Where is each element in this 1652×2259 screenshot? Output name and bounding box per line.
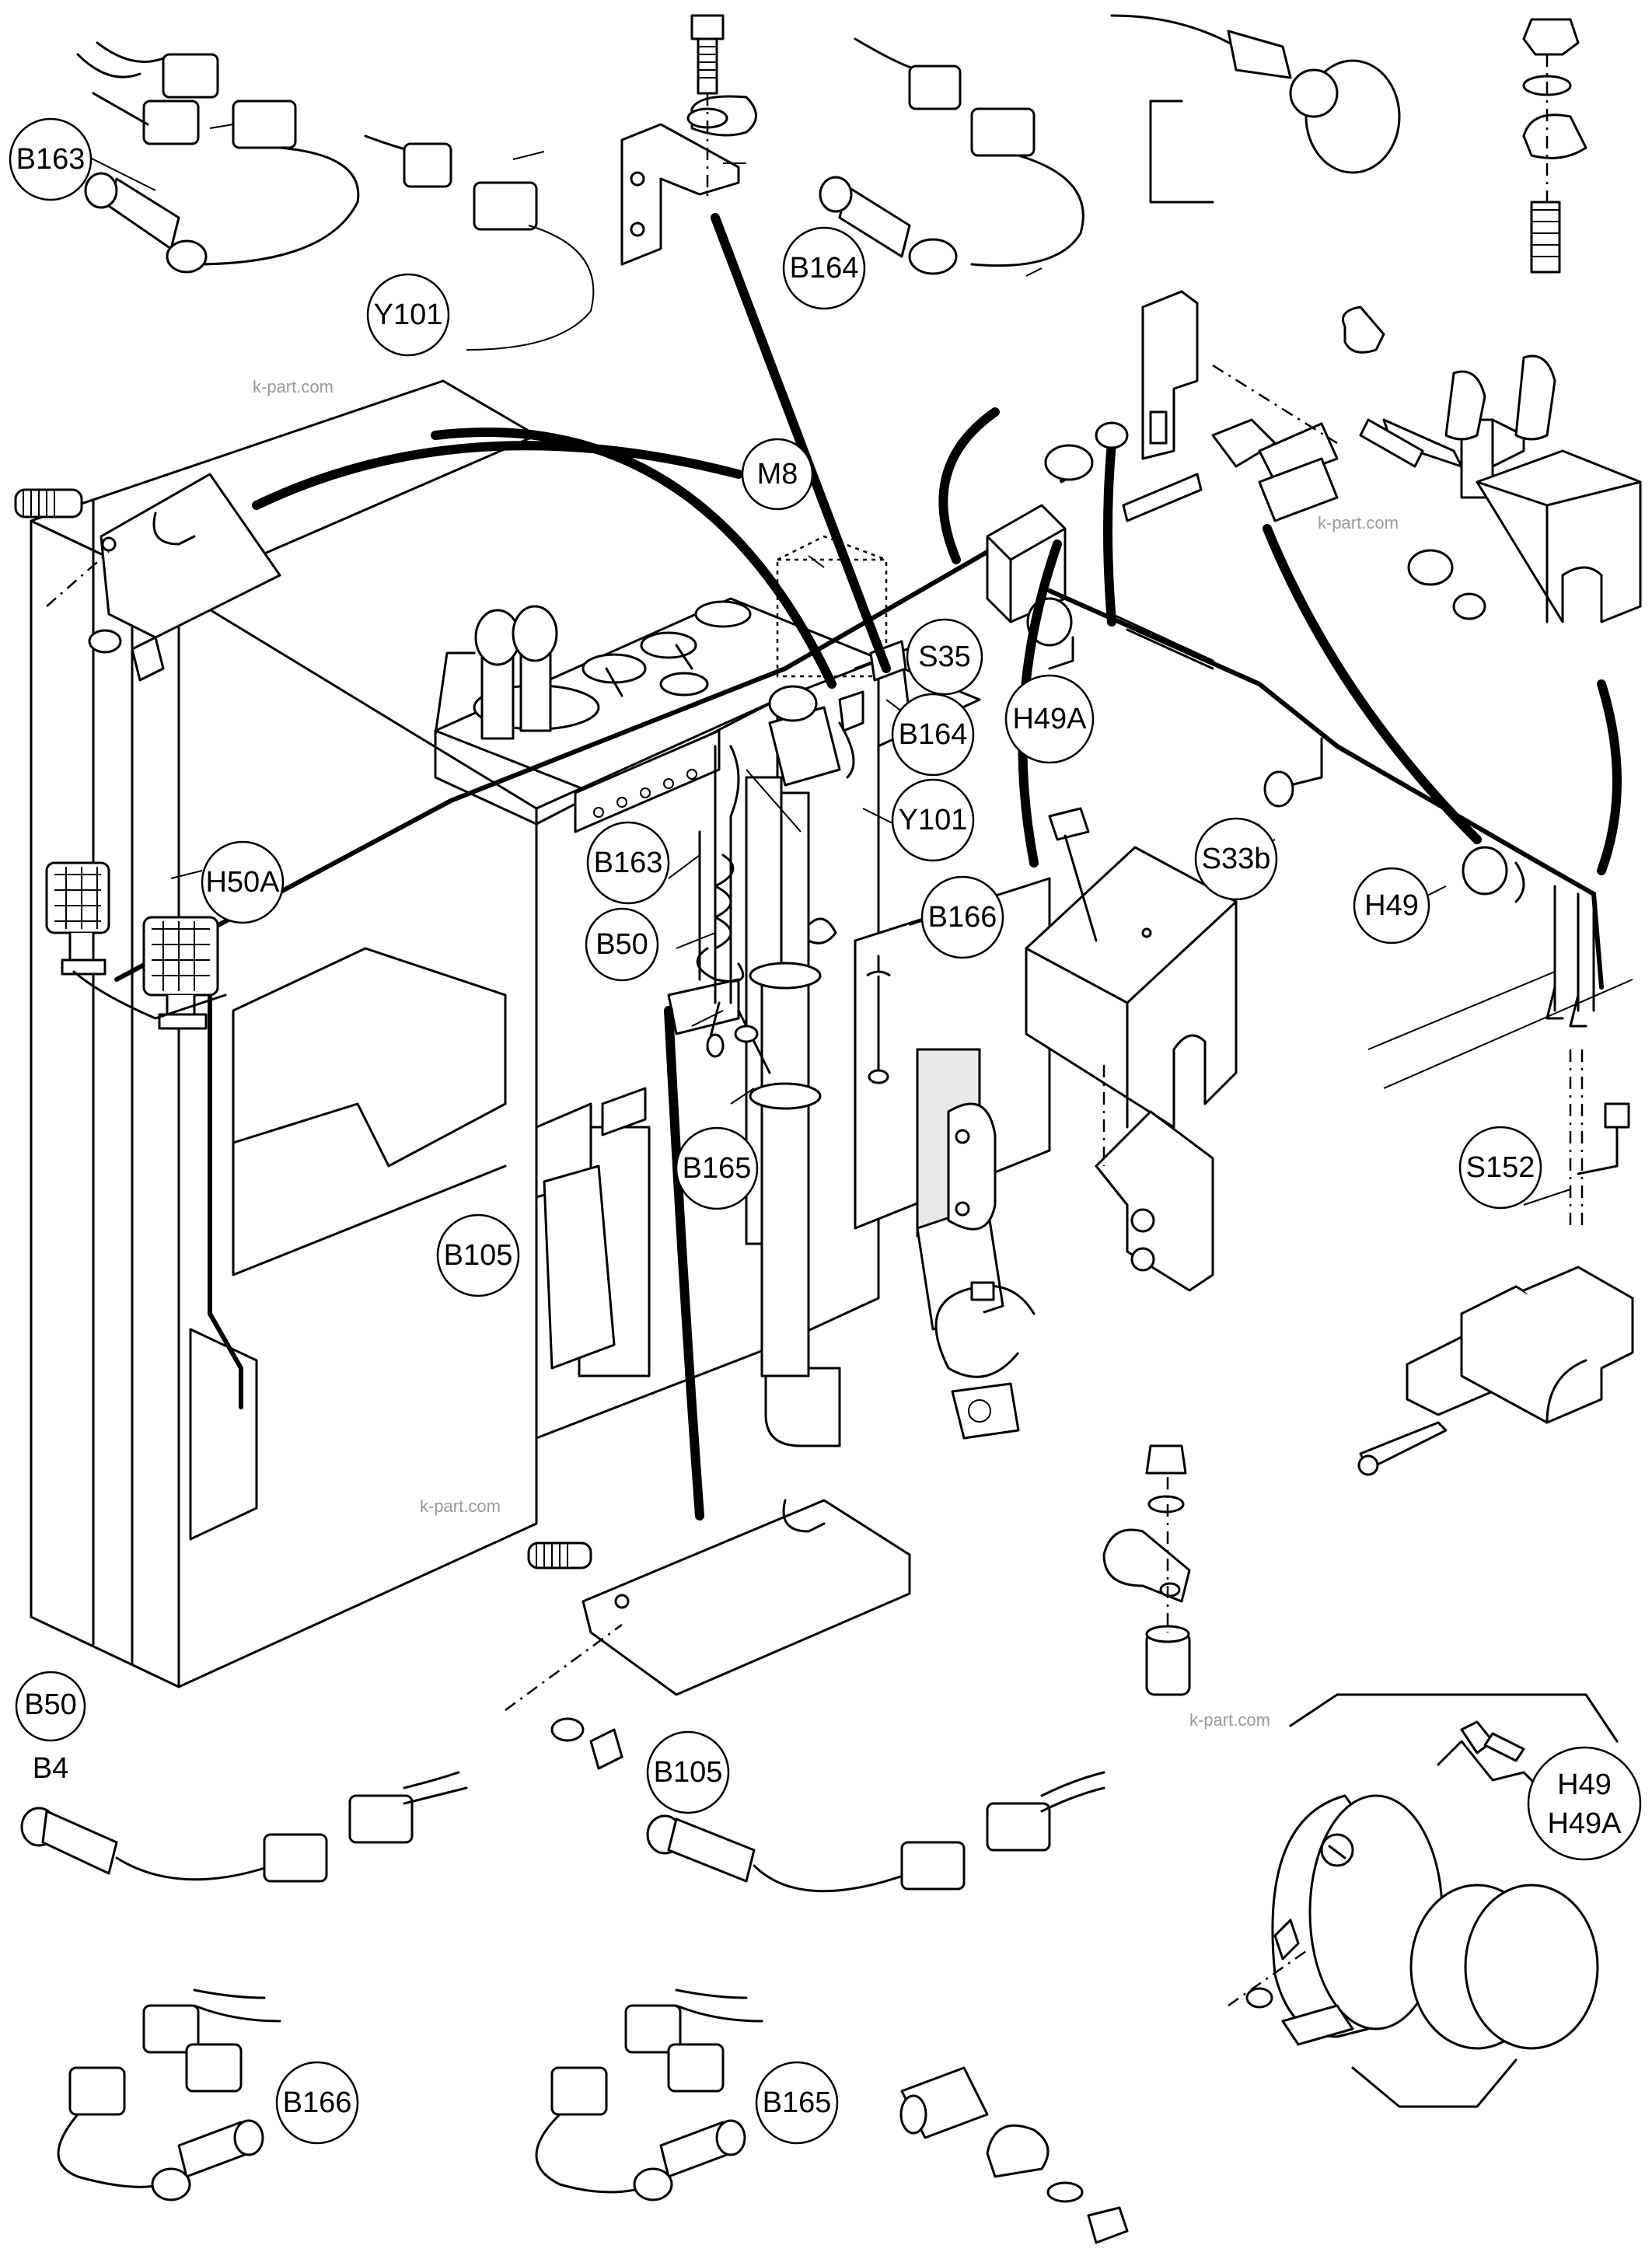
top-row-parts — [76, 14, 1587, 351]
label-b50: B50 — [595, 928, 648, 961]
label-h49a: H49A — [1547, 1807, 1622, 1840]
label-h49: H49 — [1364, 889, 1419, 922]
callout-h50a: H50A — [201, 840, 285, 924]
bottom-sensors — [20, 1771, 1129, 2244]
label-y101: Y101 — [374, 299, 443, 331]
clamp-set-right — [1357, 1266, 1634, 1476]
callout-s152: S152 — [1458, 1126, 1542, 1210]
watermark: k-part.com — [1189, 1710, 1270, 1730]
callout-b163-mid: B163 — [586, 821, 670, 905]
label-b163: B163 — [594, 847, 663, 879]
label-s152: S152 — [1466, 1151, 1535, 1184]
label-b166: B166 — [283, 2086, 352, 2119]
label-b164: B164 — [790, 252, 859, 285]
label-s35: S35 — [918, 641, 971, 673]
label-b105: B105 — [654, 1756, 723, 1789]
wiring-harness — [114, 535, 990, 1409]
cable-tie — [934, 1281, 1036, 1440]
callout-b166-bottom: B166 — [275, 2061, 359, 2145]
label-b163: B163 — [16, 143, 86, 176]
watermark: k-part.com — [1318, 513, 1399, 532]
callout-b105-mid: B105 — [436, 1213, 520, 1297]
watermark: k-part.com — [253, 377, 334, 396]
upper-right-bracket — [1044, 290, 1642, 623]
callout-b163-top: B163 — [9, 117, 93, 201]
work-lights — [45, 861, 227, 1030]
label-b4: B4 — [33, 1752, 68, 1785]
center-pipes — [745, 685, 997, 1377]
label-b166: B166 — [928, 901, 997, 934]
callout-b164-mid: B164 — [891, 693, 975, 777]
callout-h49a-mid: H49A — [1004, 674, 1095, 764]
callout-s35: S35 — [906, 618, 983, 696]
callout-b50-mid: B50 — [585, 907, 659, 982]
label-b165: B165 — [683, 1152, 752, 1185]
tank-top-fittings — [473, 600, 752, 740]
callout-y101-top: Y101 — [366, 273, 450, 357]
label-h49: H49 — [1557, 1768, 1612, 1801]
horn-h49 — [1228, 1693, 1619, 2108]
label-b105: B105 — [444, 1239, 513, 1272]
base-plate-bottom — [505, 1499, 911, 1770]
watermark-group: k-part.com k-part.com k-part.com k-part.… — [253, 377, 1399, 1730]
callout-y101-mid: Y101 — [891, 778, 975, 862]
fastener-stack — [1102, 1444, 1191, 1696]
callout-b165-mid: B165 — [675, 1126, 759, 1210]
callout-s33b: S33b — [1194, 817, 1278, 901]
label-s33b: S33b — [1202, 843, 1271, 875]
label-h49a: H49A — [1012, 703, 1087, 735]
callout-b165-bottom: B165 — [755, 2061, 839, 2145]
label-y101: Y101 — [899, 804, 968, 836]
sensor-cluster — [535, 729, 740, 1370]
label-b164: B164 — [899, 718, 968, 751]
callout-b164-top: B164 — [782, 226, 866, 310]
callout-m8: M8 — [741, 438, 814, 511]
label-h50a: H50A — [205, 866, 280, 899]
base-plate-top — [14, 473, 281, 682]
label-b50: B50 — [24, 1688, 77, 1721]
callout-h49-mid: H49 — [1353, 867, 1430, 944]
callout-b105-bottom: B105 — [646, 1730, 730, 1814]
cover-box — [1025, 807, 1238, 1292]
label-b165: B165 — [763, 2086, 832, 2119]
callout-b166-mid: B166 — [920, 875, 1004, 959]
watermark: k-part.com — [420, 1496, 501, 1516]
label-m8: M8 — [757, 458, 798, 491]
